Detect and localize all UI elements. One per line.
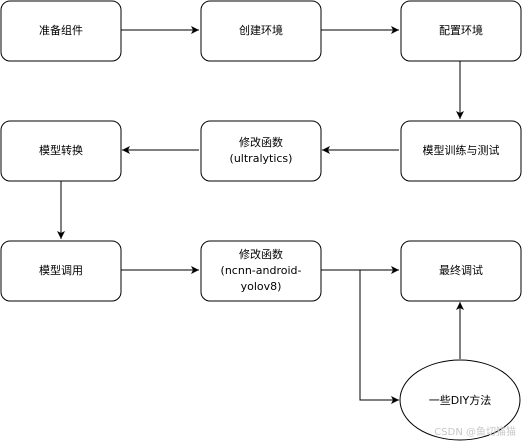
node-convert-label: 模型转换 <box>39 143 83 157</box>
node-modify-ncnn: 修改函数 (ncnn-android- yolov8) <box>200 240 322 302</box>
node-modify-ncnn-line3: yolov8) <box>241 280 282 293</box>
node-final-debug-label: 最终调试 <box>439 263 483 277</box>
node-final-debug: 最终调试 <box>400 240 522 302</box>
node-train-test-label: 模型训练与测试 <box>423 143 500 157</box>
node-modify-ultralytics-line2: (ultralytics) <box>230 152 293 165</box>
node-prepare: 准备组件 <box>0 0 122 62</box>
watermark-text: CSDN @鱼切猫猫 <box>434 425 516 438</box>
edge-modify-ncnn-to-diy <box>321 269 399 404</box>
node-modify-ultralytics: 修改函数 (ultralytics) <box>200 120 322 182</box>
node-config-env: 配置环境 <box>400 0 522 62</box>
node-train-test: 模型训练与测试 <box>400 120 522 182</box>
node-create-env: 创建环境 <box>200 0 322 62</box>
node-prepare-label: 准备组件 <box>39 23 83 37</box>
node-config-env-label: 配置环境 <box>439 23 483 37</box>
node-modify-ncnn-line1: 修改函数 <box>239 247 283 261</box>
node-convert: 模型转换 <box>0 120 122 182</box>
node-diy: 一些DIY方法 <box>399 359 521 441</box>
node-create-env-label: 创建环境 <box>239 23 283 37</box>
node-modify-ncnn-line2: (ncnn-android- <box>221 264 302 277</box>
node-call: 模型调用 <box>0 240 122 302</box>
node-call-label: 模型调用 <box>39 263 83 277</box>
node-modify-ultralytics-line1: 修改函数 <box>239 135 283 149</box>
node-diy-label: 一些DIY方法 <box>429 393 491 407</box>
